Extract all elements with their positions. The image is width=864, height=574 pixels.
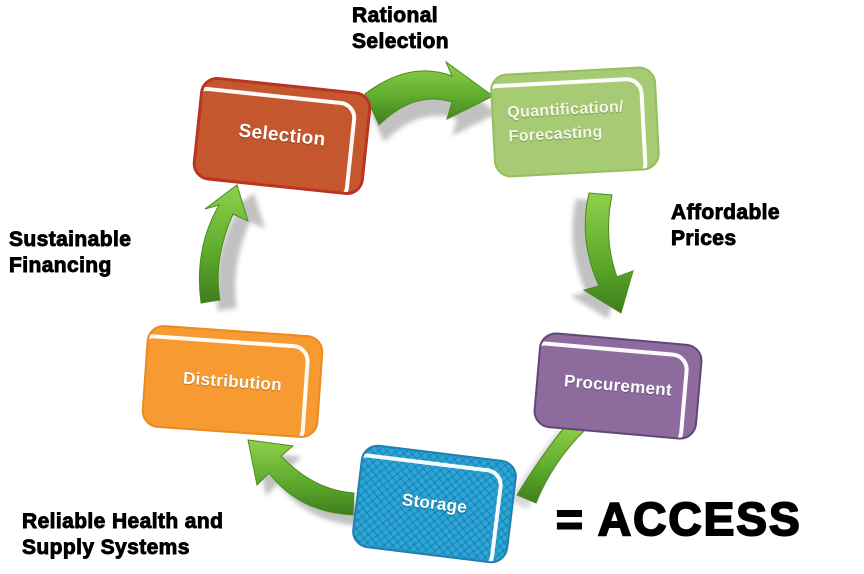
arrow-distribution-to-selection <box>198 184 265 311</box>
label-line: Financing <box>9 253 112 277</box>
arrow-selection-to-quantification <box>364 60 498 142</box>
node-quantification-label: Quantification/ Forecasting <box>493 93 661 150</box>
arrow-body <box>247 439 355 516</box>
arrow-procurement-to-storage <box>509 423 586 509</box>
label-line: Affordable <box>671 201 781 225</box>
label-line: Rational <box>352 4 439 28</box>
label-rational-selection: Rational Selection <box>352 3 449 54</box>
label-reliable-health-supply-systems: Reliable Health and Supply Systems <box>22 509 224 560</box>
arrow-storage-to-distribution <box>247 439 363 526</box>
node-procurement-label: Procurement <box>563 371 673 400</box>
node-distribution-label: Distribution <box>182 368 283 394</box>
node-quantification: Quantification/ Forecasting <box>489 65 661 179</box>
arrow-body <box>364 60 494 126</box>
label-line: Selection <box>352 29 449 53</box>
node-selection-label: Selection <box>237 120 327 151</box>
arrow-quantification-to-procurement <box>571 192 634 319</box>
node-selection: Selection <box>191 75 373 197</box>
node-distribution: Distribution <box>140 323 325 440</box>
node-procurement: Procurement <box>532 331 704 441</box>
label-sustainable-financing: Sustainable Financing <box>9 227 132 278</box>
node-storage-label: Storage <box>400 490 469 517</box>
arrow-body <box>198 184 249 304</box>
label-line: Prices <box>671 226 737 250</box>
label-equals-access: = ACCESS <box>555 493 802 545</box>
arrow-body <box>582 192 634 314</box>
arrow-body <box>516 423 586 504</box>
label-line: Supply Systems <box>22 535 190 559</box>
label-affordable-prices: Affordable Prices <box>671 200 781 251</box>
node-storage: Storage <box>350 442 519 566</box>
label-line: Reliable Health and <box>22 510 224 534</box>
arrow-shadow <box>216 193 265 311</box>
label-line: Sustainable <box>9 228 132 252</box>
